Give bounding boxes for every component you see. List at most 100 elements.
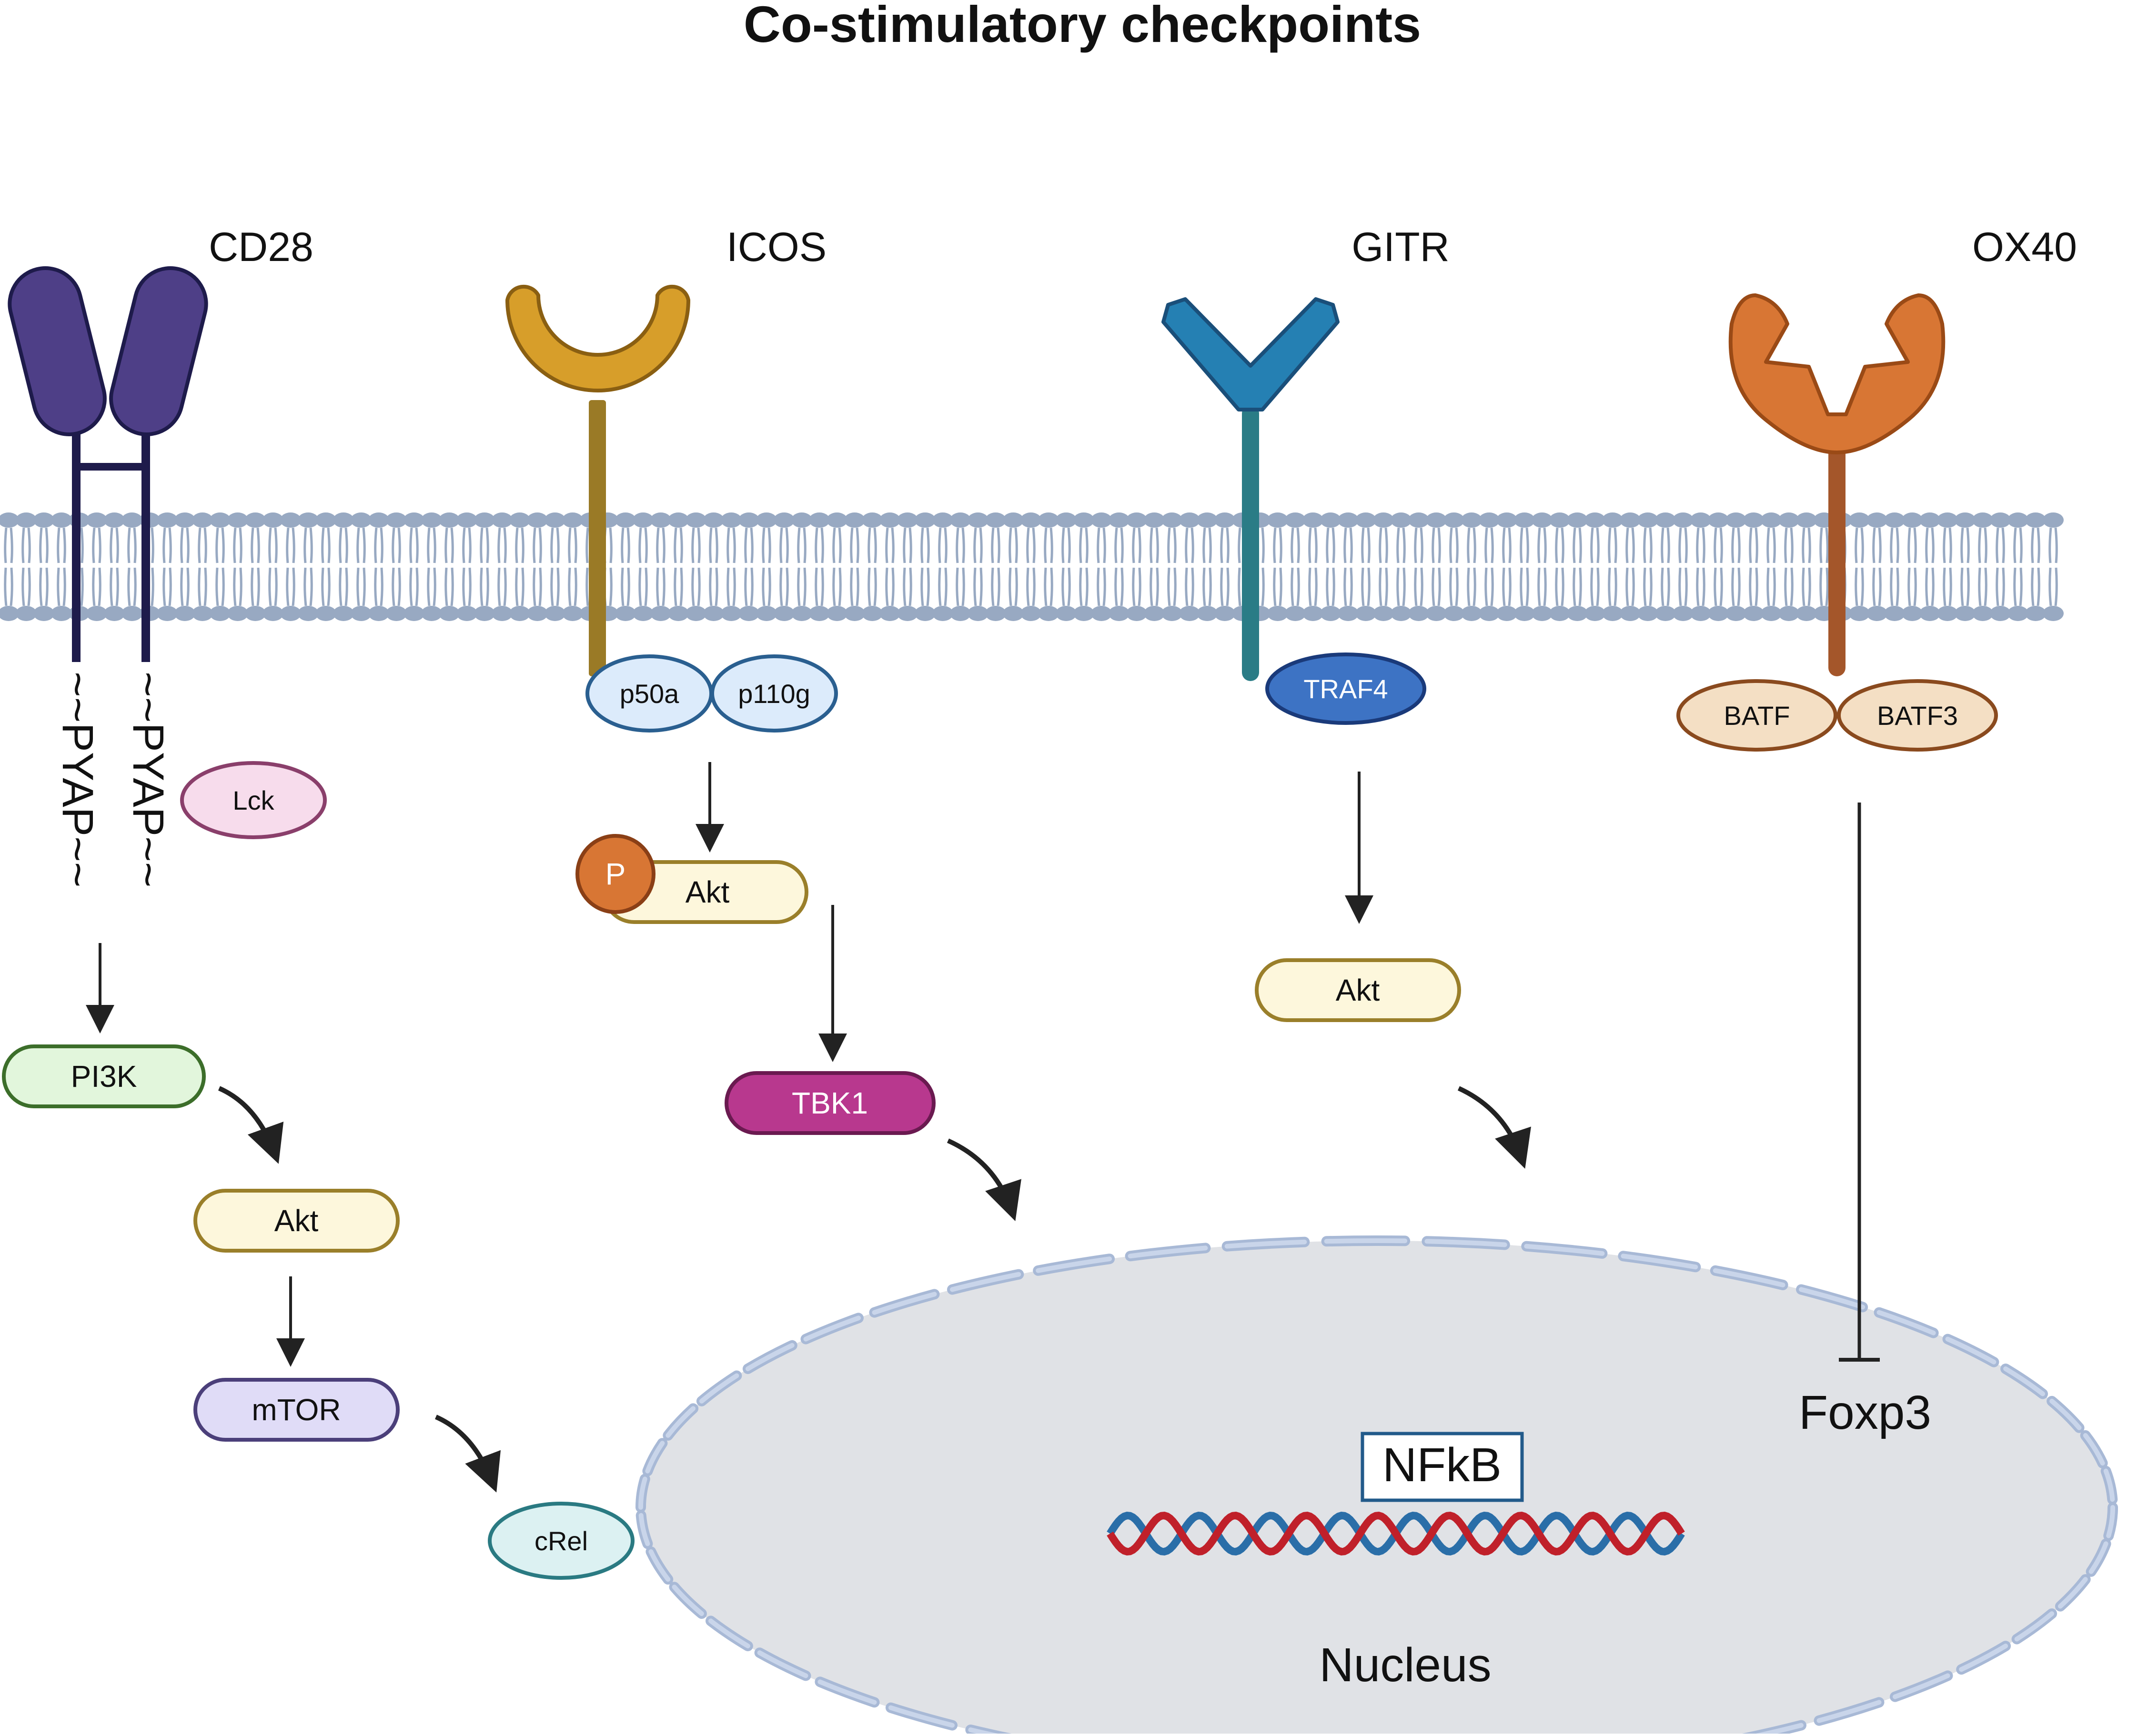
lipid-tail-inner [515, 567, 524, 606]
lipid-tail-inner [1573, 567, 1582, 606]
lipid-tail-outer [392, 527, 401, 563]
nuclear-envelope-segment-inner [888, 1705, 955, 1728]
lipid-tail-outer [286, 527, 295, 563]
nuclear-envelope-segment-inner [672, 1585, 704, 1616]
lipid-tail-inner [356, 567, 366, 606]
lipid-tail-outer [779, 527, 789, 563]
lipid-tail-outer [480, 527, 489, 563]
lipid-tail-outer [215, 527, 225, 563]
lipid-head-outer [1214, 512, 1235, 528]
lipid-head-inner [1725, 606, 1746, 621]
lipid-tail-inner [1608, 567, 1617, 606]
lipid-tail-inner [1590, 567, 1600, 606]
nuclear-envelope-segment-inner [2088, 1541, 2108, 1574]
lipid-tail-inner [1044, 567, 1053, 606]
lipid-tail-inner [1643, 567, 1653, 606]
lipid-head-inner [1426, 606, 1447, 621]
lipid-head-inner [227, 606, 248, 621]
nuclear-envelope-segment-inner [1424, 1239, 1507, 1247]
lipid-head-inner [403, 606, 424, 621]
lipid-tail-outer [850, 527, 859, 563]
lipid-tail-outer [832, 527, 842, 563]
lipid-tail-inner [973, 567, 983, 606]
lipid-head-outer [2025, 512, 2046, 528]
lipid-tail-inner [815, 567, 824, 606]
lipid-head-outer [1179, 512, 1200, 528]
lipid-head-inner [738, 606, 759, 621]
lipid-head-outer [315, 512, 336, 528]
lipid-head-outer [1972, 512, 1993, 528]
lipid-head-inner [0, 606, 19, 621]
lipid-tail-outer [1731, 527, 1741, 563]
lipid-tail-outer [744, 527, 754, 563]
lipid-tail-inner [1749, 567, 1758, 606]
nuclear-envelope-segment-inner [1128, 1245, 1208, 1259]
lipid-head-outer [33, 512, 54, 528]
lipid-head-inner [915, 606, 936, 621]
lipid-tail-outer [1097, 527, 1106, 563]
lipid-tail-inner [621, 567, 630, 606]
lipid-head-inner [421, 606, 442, 621]
lipid-head-outer [1919, 512, 1940, 528]
lipid-tail-outer [1907, 527, 1917, 563]
lipid-tail-inner [339, 567, 348, 606]
lipid-head-outer [1532, 512, 1553, 528]
lipid-head-outer [1073, 512, 1094, 528]
lipid-tail-inner [1502, 567, 1512, 606]
nuclear-envelope-segment-inner [666, 1406, 696, 1438]
lipid-head-inner [333, 606, 354, 621]
traf4-label: TRAF4 [1303, 674, 1388, 704]
lipid-tail-inner [1960, 567, 1970, 606]
lipid-head-outer [333, 512, 354, 528]
lipid-head-inner [985, 606, 1006, 621]
akt-label-icos: Akt [686, 875, 730, 909]
lipid-head-outer [809, 512, 830, 528]
lipid-tail-outer [1696, 527, 1705, 563]
lipid-tail-outer [321, 527, 331, 563]
lipid-tail-outer [1714, 527, 1723, 563]
lipid-head-outer [1285, 512, 1306, 528]
lipid-head-outer [756, 512, 777, 528]
nuclear-envelope-segment-inner [872, 1292, 937, 1315]
lipid-head-inner [968, 606, 988, 621]
pi3k-node [2, 1044, 206, 1108]
lipid-head-outer [16, 512, 37, 528]
lipid-tail-outer [1855, 527, 1864, 563]
lipid-head-inner [1020, 606, 1041, 621]
akt-node-cd28 [193, 1189, 400, 1253]
akt-node-gitr [1255, 958, 1461, 1022]
arrow-pi3k-to-akt [218, 1086, 284, 1164]
lipid-tail-outer [1220, 527, 1230, 563]
lipid-head-outer [827, 512, 847, 528]
lipid-head-outer [1602, 512, 1623, 528]
lipid-tail-outer [1784, 527, 1794, 563]
lipid-tail-inner [1678, 567, 1688, 606]
lipid-tail-outer [1026, 527, 1036, 563]
lipid-head-outer [1161, 512, 1182, 528]
lipid-tail-inner [1996, 567, 2005, 606]
lipid-tail-outer [1432, 527, 1441, 563]
lipid-head-outer [227, 512, 248, 528]
pyap-motif-right: ~~PYAP~~ [124, 672, 172, 888]
lipid-head-inner [650, 606, 671, 621]
lipid-tail-outer [303, 527, 313, 563]
lipid-tail-outer [1343, 527, 1353, 563]
lipid-tail-outer [797, 527, 807, 563]
lipid-head-inner [1091, 606, 1112, 621]
lipid-tail-inner [709, 567, 718, 606]
lipid-tail-outer [127, 527, 137, 563]
p110g-label: p110g [738, 679, 810, 709]
lipid-head-inner [1514, 606, 1535, 621]
lipid-head-outer [1020, 512, 1041, 528]
lipid-tail-inner [180, 567, 190, 606]
lipid-head-inner [474, 606, 495, 621]
lipid-tail-inner [21, 567, 31, 606]
phospho-badge [575, 834, 656, 914]
lipid-tail-inner [1150, 567, 1159, 606]
nuclear-envelope-segment-inner [745, 1343, 795, 1371]
arrow-tbk1-to-nucleus [947, 1138, 1021, 1221]
lipid-head-inner [368, 606, 389, 621]
lipid-tail-inner [462, 567, 472, 606]
lipid-tail-outer [1555, 527, 1564, 563]
